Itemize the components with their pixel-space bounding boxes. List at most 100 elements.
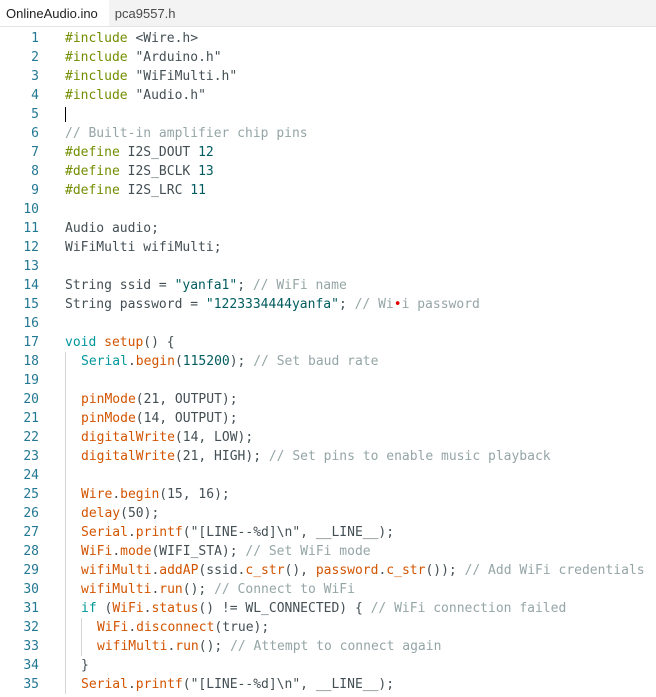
code-text: #include "Arduino.h" (65, 48, 222, 67)
code-token: (50); (120, 506, 160, 521)
indent-guide (65, 428, 66, 447)
indent-guide (65, 466, 66, 485)
code-text: String password = "1223334444yanfa"; // … (65, 295, 480, 314)
code-comment: // Wi (354, 297, 394, 312)
code-line[interactable]: 10 (0, 200, 656, 219)
code-token: . (167, 639, 176, 654)
code-text: pinMode(14, OUTPUT); (81, 409, 238, 428)
code-line[interactable]: 19 (0, 371, 656, 390)
line-number: 20 (23, 392, 39, 407)
line-number: 19 (23, 373, 39, 388)
code-token: ( (104, 601, 113, 616)
indent-guide (65, 447, 66, 466)
code-token: mode (120, 544, 152, 559)
code-token: (21, HIGH); (174, 449, 269, 464)
tab-bar: OnlineAudio.ino pca9557.h (0, 0, 656, 27)
code-token: pinMode (81, 411, 136, 426)
code-text: // Built-in amplifier chip pins (65, 124, 308, 143)
code-token: () != WL_CONNECTED) { (198, 601, 371, 616)
line-number: 34 (23, 658, 39, 673)
tab-label: OnlineAudio.ino (6, 5, 98, 21)
code-line[interactable]: 2#include "Arduino.h" (0, 48, 656, 67)
code-text: Wire.begin(15, 16); (81, 485, 230, 504)
line-number: 16 (23, 316, 39, 331)
tab-onlineaudio-ino[interactable]: OnlineAudio.ino (0, 0, 109, 26)
indent-guide (65, 637, 66, 656)
indent-guide (65, 352, 66, 371)
code-token: 11 (190, 183, 206, 198)
code-token: ("[LINE--%d]\n", __LINE__); (182, 525, 395, 540)
code-text: digitalWrite(21, HIGH); // Set pins to e… (81, 447, 551, 466)
code-line[interactable]: 24 (0, 466, 656, 485)
code-text: delay(50); (81, 504, 159, 523)
line-number: 4 (31, 88, 39, 103)
code-token: #include (65, 50, 136, 65)
tab-pca9557-h[interactable]: pca9557.h (109, 0, 187, 26)
code-token: I2S_DOUT (127, 145, 199, 160)
code-token: #include (65, 69, 136, 84)
code-line[interactable]: 3#include "WiFiMulti.h" (0, 67, 656, 86)
code-line[interactable]: 8#define I2S_BCLK 13 (0, 162, 656, 181)
code-token: () { (143, 335, 175, 350)
code-token: (14, OUTPUT); (135, 411, 238, 426)
indent-guide (65, 656, 66, 675)
code-line[interactable]: 27 Serial.printf("[LINE--%d]\n", __LINE__… (0, 523, 656, 542)
code-line[interactable]: 9#define I2S_LRC 11 (0, 181, 656, 200)
line-number: 27 (23, 525, 39, 540)
code-text: wifiMulti.run(); // Connect to WiFi (81, 580, 355, 599)
code-text: void setup() { (65, 333, 175, 352)
code-line[interactable]: 6// Built-in amplifier chip pins (0, 124, 656, 143)
code-line[interactable]: 13 (0, 257, 656, 276)
code-text: if (WiFi.status() != WL_CONNECTED) { // … (81, 599, 566, 618)
code-comment: // Set baud rate (253, 354, 379, 369)
code-line[interactable]: 26 delay(50); (0, 504, 656, 523)
line-number: 26 (23, 506, 39, 521)
code-token: ("[LINE--%d]\n", __LINE__); (182, 677, 395, 692)
code-text: Serial.printf("[LINE--%d]\n", __LINE__); (81, 523, 394, 542)
code-line[interactable]: 7#define I2S_DOUT 12 (0, 143, 656, 162)
code-text: WiFiMulti wifiMulti; (65, 238, 222, 257)
code-line[interactable]: 17 void setup() { (0, 333, 656, 352)
code-editor[interactable]: 1#include <Wire.h>2#include "Arduino.h"3… (0, 27, 656, 697)
code-token: } (81, 658, 89, 673)
code-line[interactable]: 4#include "Audio.h" (0, 86, 656, 105)
code-line[interactable]: 1#include <Wire.h> (0, 29, 656, 48)
code-token: Serial (81, 677, 128, 692)
code-text: wifiMulti.run(); // Attempt to connect a… (97, 637, 441, 656)
code-token: (ssid. (198, 563, 246, 578)
code-token: begin (135, 354, 175, 369)
code-line[interactable]: 5 (0, 105, 656, 124)
code-comment: // Set WiFi mode (245, 544, 371, 559)
code-token: setup (104, 335, 144, 350)
code-line[interactable]: 34} (0, 656, 656, 675)
code-line[interactable]: 33 wifiMulti.run(); // Attempt to connect… (0, 637, 656, 656)
code-token: c_str (245, 563, 285, 578)
code-comment: // WiFi connection failed (370, 601, 567, 616)
code-text: digitalWrite(14, LOW); (81, 428, 253, 447)
line-number: 17 (23, 335, 39, 350)
code-token: . (378, 563, 387, 578)
line-number: 33 (23, 639, 39, 654)
code-line[interactable]: 16 (0, 314, 656, 333)
indent-guide (81, 637, 82, 656)
code-token: (), (284, 563, 316, 578)
code-token: . (112, 487, 121, 502)
code-token: wifiMulti (81, 563, 152, 578)
code-token: status (151, 601, 199, 616)
